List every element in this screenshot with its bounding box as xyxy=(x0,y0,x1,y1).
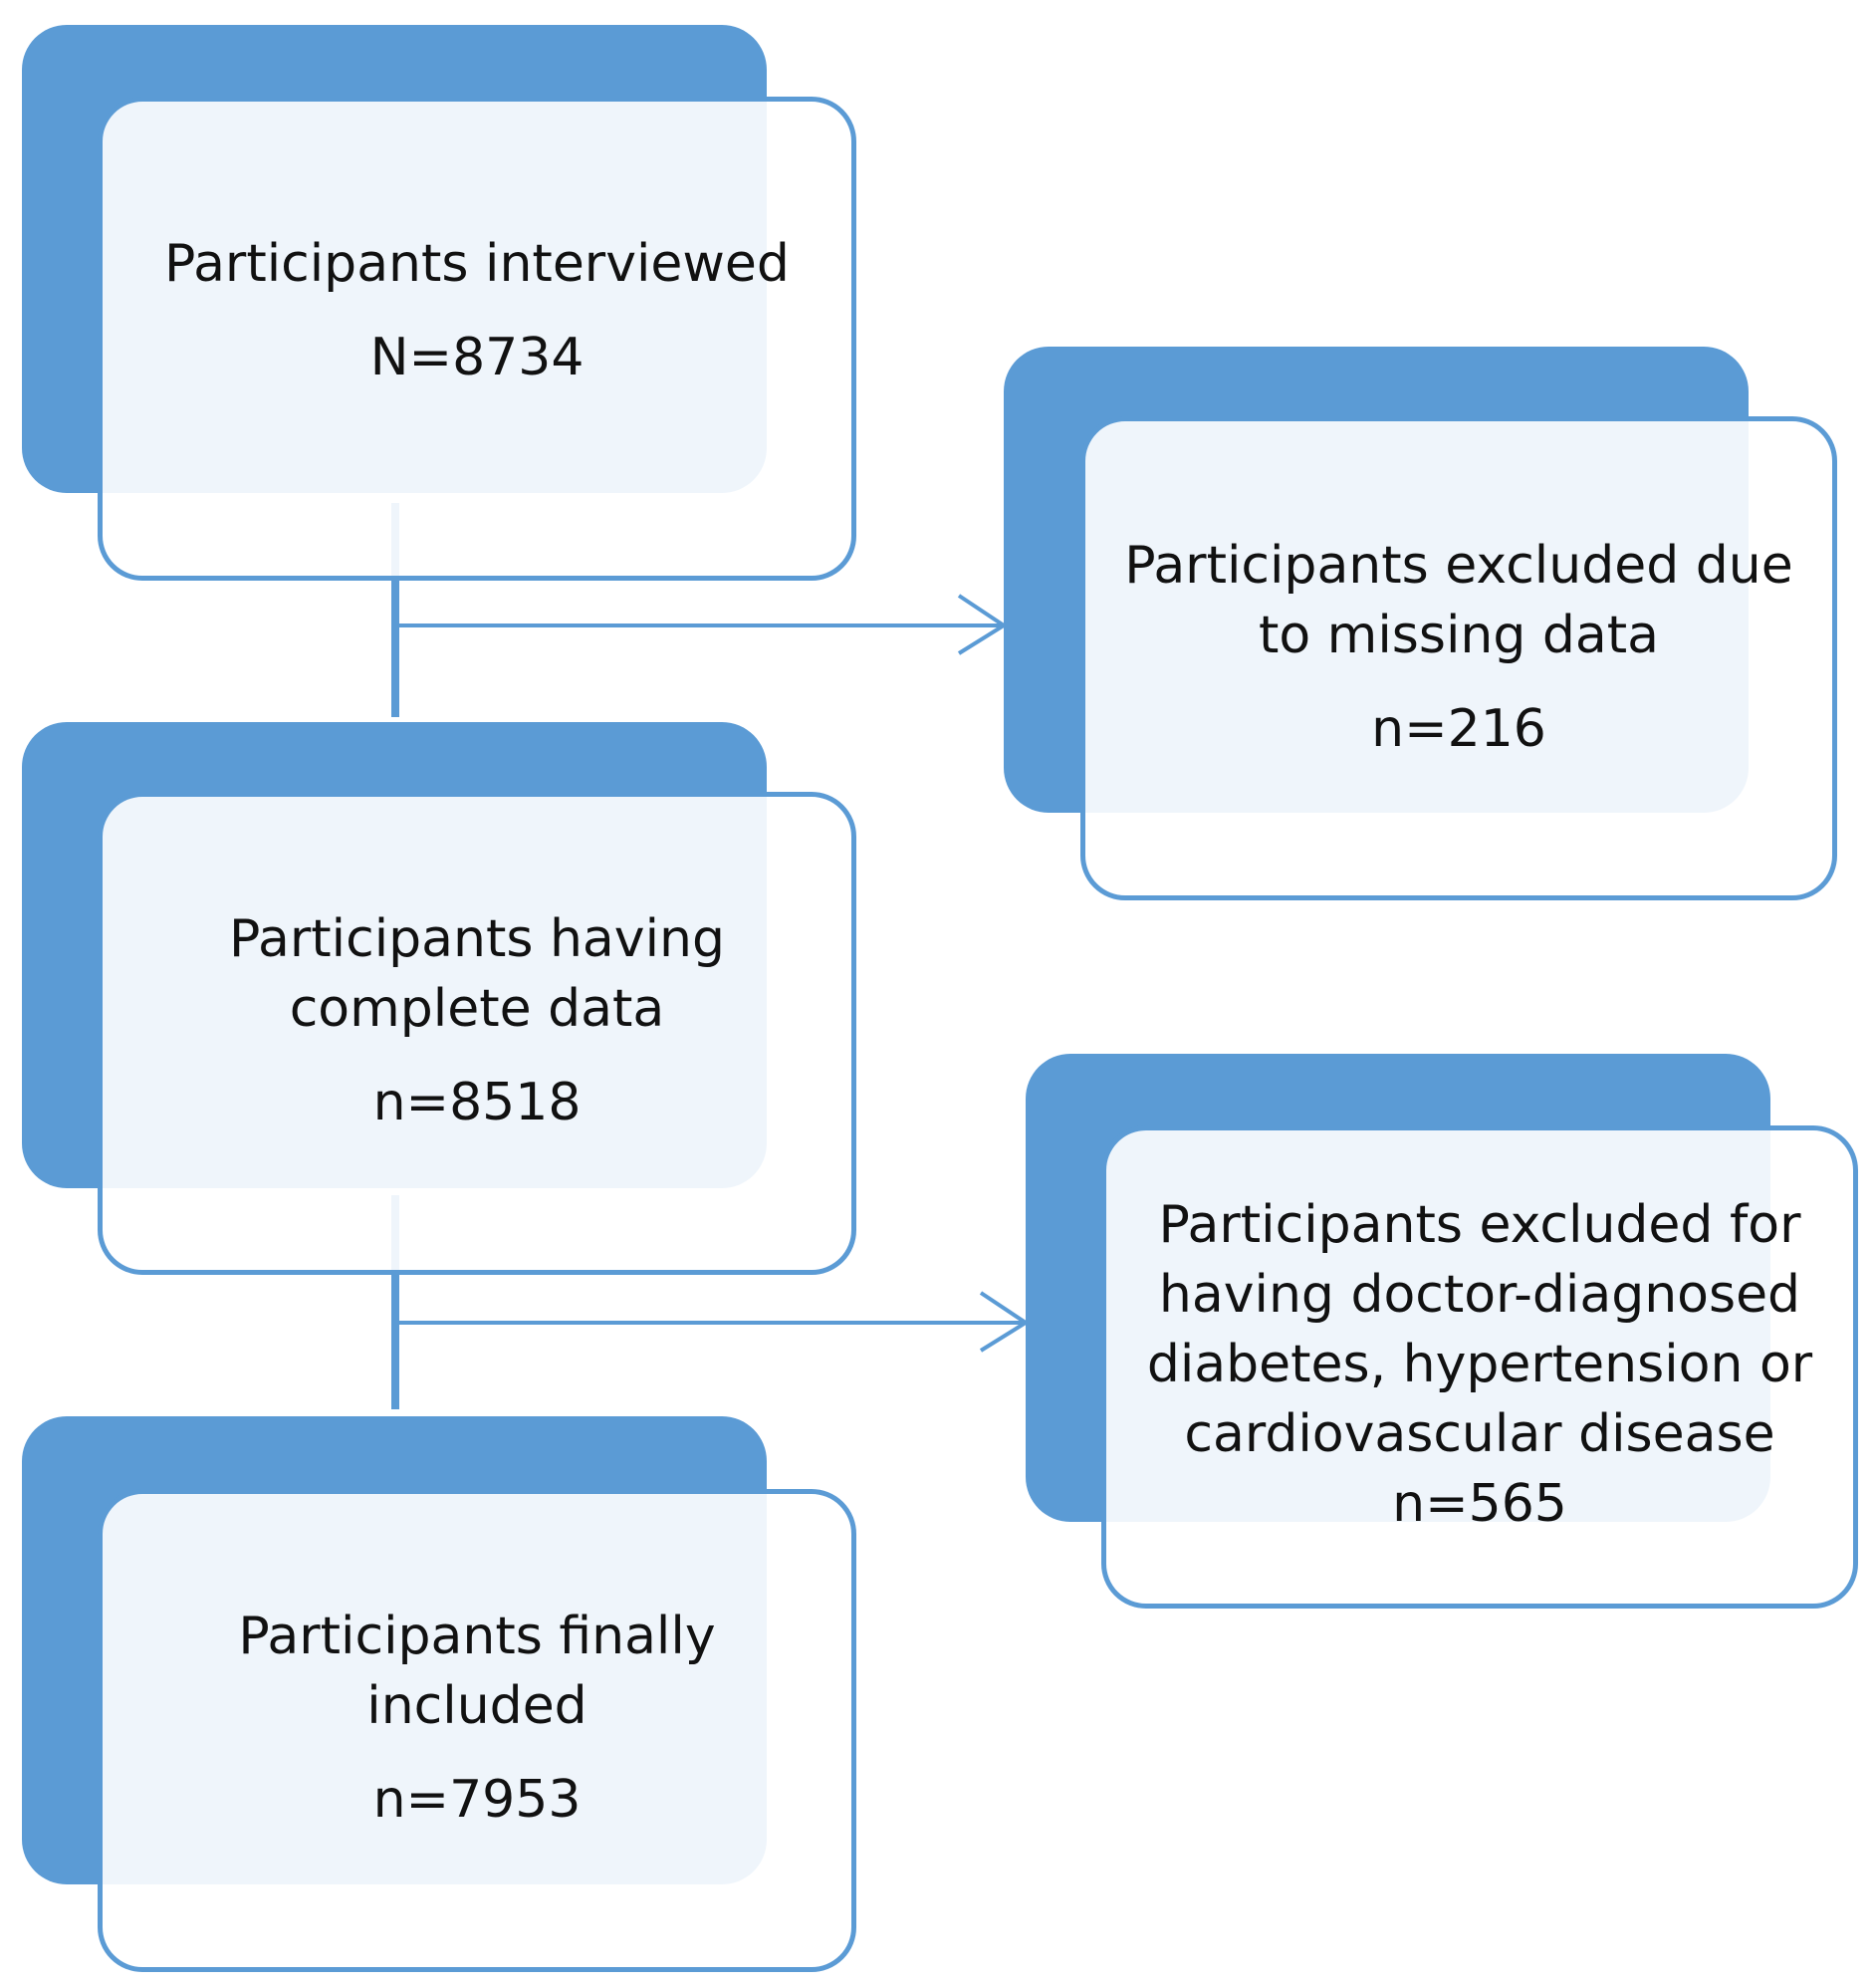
node-count: n=8518 xyxy=(372,1073,582,1132)
node-box xyxy=(1080,416,1837,900)
node-count: n=7953 xyxy=(372,1770,582,1830)
node-label: Participants interviewed N=8734 xyxy=(98,97,856,525)
node-count: N=8734 xyxy=(369,328,585,387)
node-count: n=565 xyxy=(1392,1474,1567,1534)
node-box xyxy=(98,792,856,1275)
node-box xyxy=(98,97,856,581)
node-box xyxy=(1101,1125,1858,1609)
node-title: Participants interviewed xyxy=(164,234,790,294)
node-box xyxy=(98,1489,856,1972)
node-count: n=216 xyxy=(1371,699,1546,759)
